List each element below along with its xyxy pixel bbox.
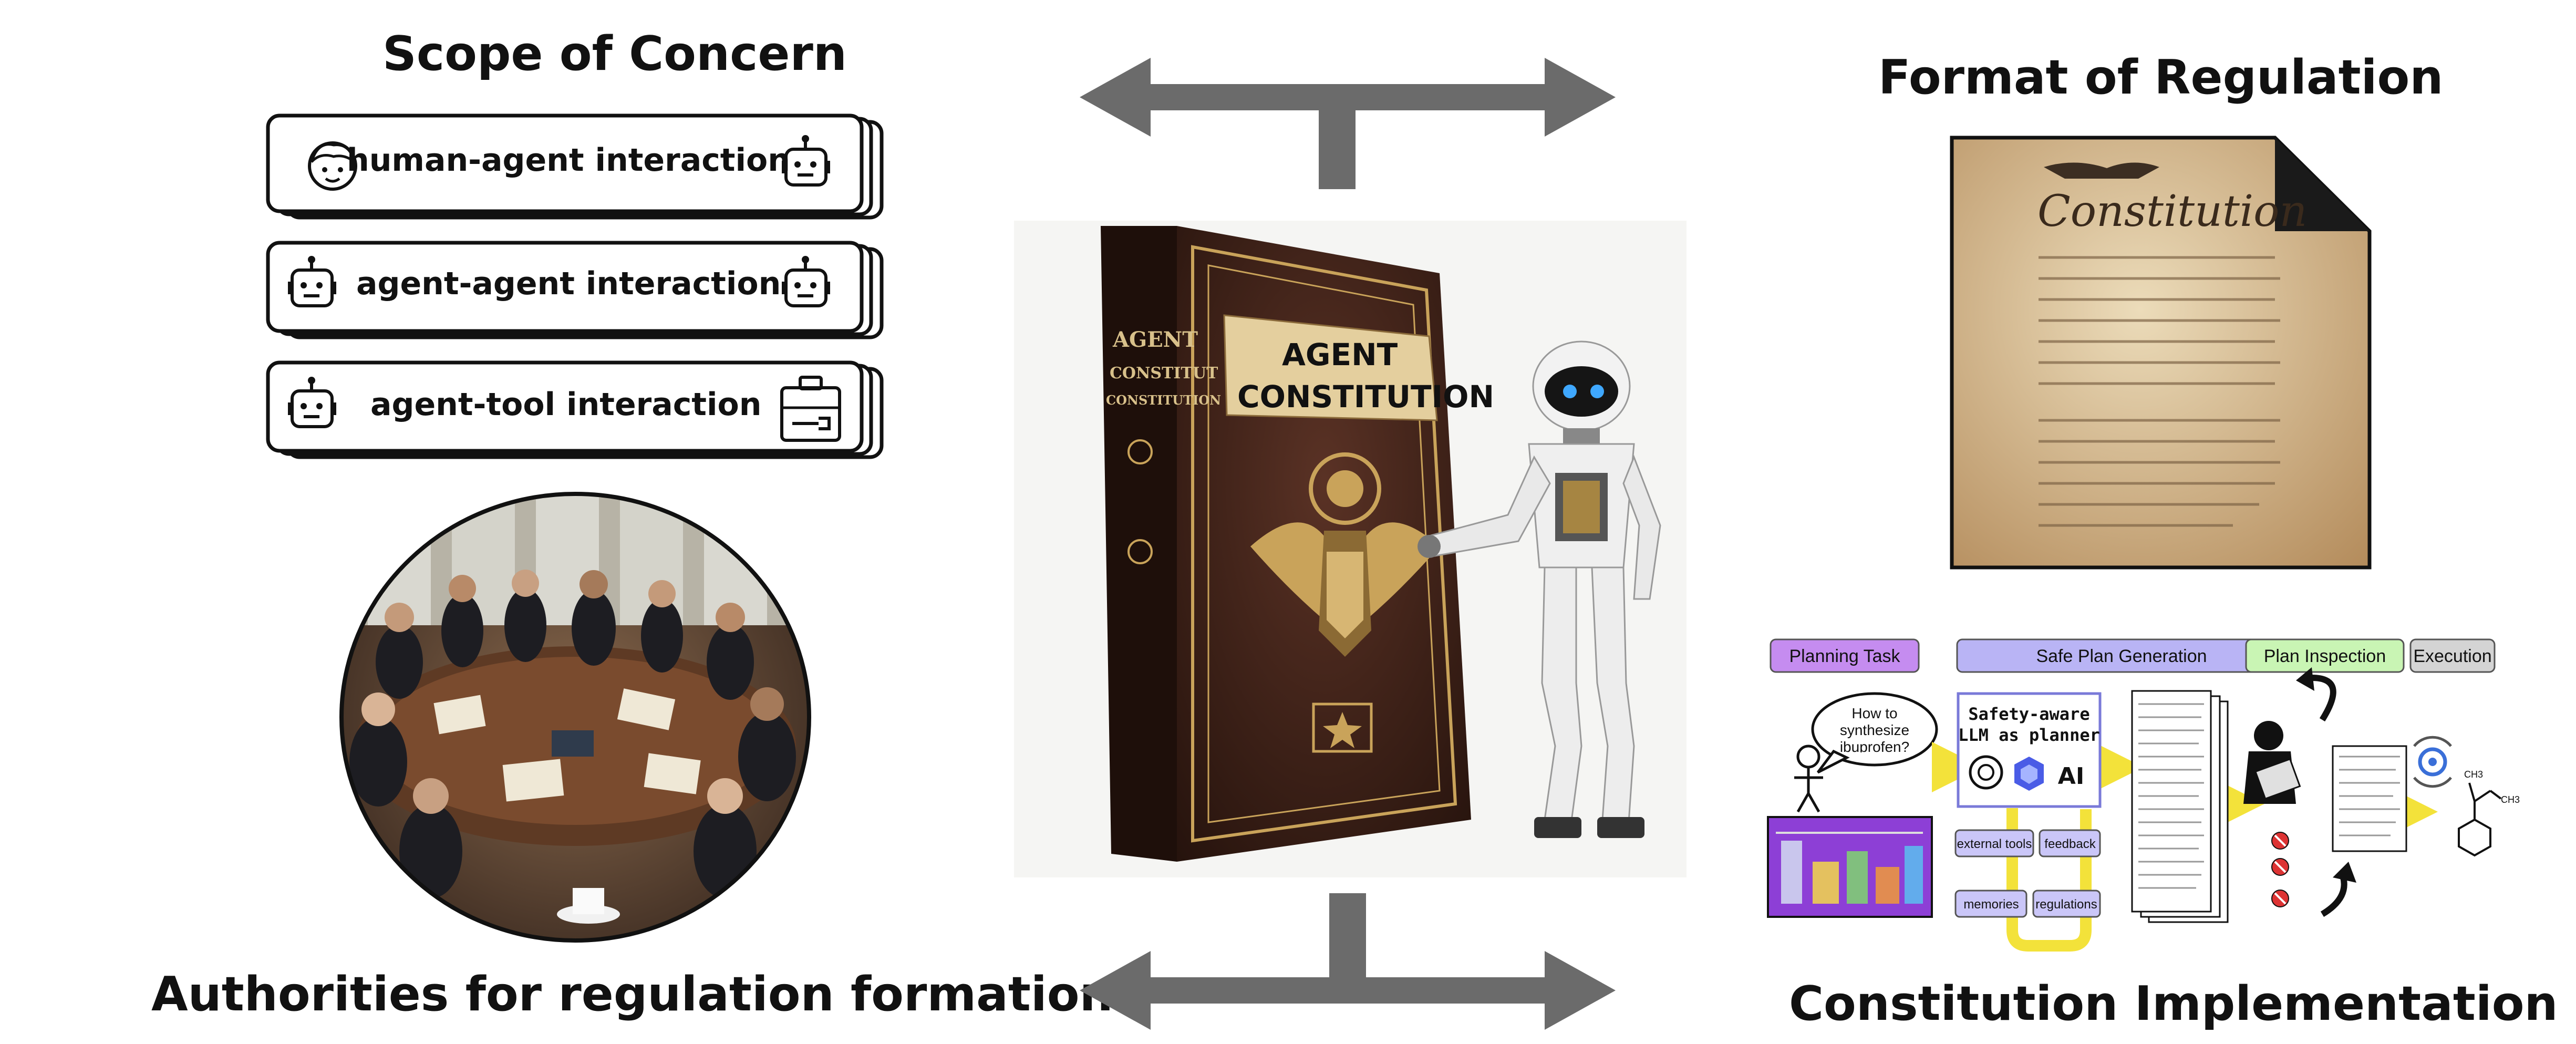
stage-planning-task: Planning Task (1770, 638, 1920, 673)
format-of-regulation-heading: Format of Regulation (1878, 50, 2444, 105)
scope-item-agent-tool: agent-tool interaction (266, 360, 884, 459)
stage-safe-plan-generation: Safe Plan Generation (1956, 638, 2287, 673)
question-text: How to synthesize ibuprofen? (1839, 705, 1910, 752)
constitution-implementation-heading: Constitution Implementation (1789, 976, 2558, 1031)
eagle-seal-emblem (1250, 452, 1440, 657)
module-memories: memories (1954, 890, 2027, 918)
reviewed-plan-document (2332, 745, 2407, 852)
rejected-step-icons (2271, 832, 2356, 917)
openai-logo-icon (1969, 755, 2003, 790)
module-label: external tools (1957, 837, 2032, 851)
robot-icon (782, 256, 830, 307)
molecule-label: CH3 (2501, 794, 2520, 805)
authorities-heading: Authorities for regulation formation (151, 967, 1113, 1022)
execution-gear-icon (2413, 736, 2452, 788)
inspector-person-icon (2243, 667, 2336, 804)
robot-icon (288, 377, 336, 428)
spine-title-line1: AGENT (1112, 327, 1198, 352)
module-external-tools: external tools (1954, 829, 2034, 857)
spine-title-line2: CONSTITUT (1110, 364, 1218, 383)
scope-item-label: agent-tool interaction (370, 386, 762, 423)
implementation-pipeline: Planning Task Safe Plan Generation Plan … (1767, 638, 2520, 952)
stage-label: Planning Task (1789, 646, 1900, 666)
book-cover-title-line1: AGENT (1282, 337, 1398, 373)
planner-title-line1: Safety-aware (1968, 704, 2089, 724)
ibuprofen-molecule (2458, 782, 2502, 857)
stage-execution: Execution (2409, 638, 2496, 673)
module-label: memories (1963, 897, 2019, 912)
bottom-double-arrow (1080, 893, 1616, 1030)
robot-icon (288, 256, 336, 307)
spine-title-line3: CONSTITUTION (1106, 392, 1221, 408)
constitution-parchment-illustration: Constitution (1950, 136, 2372, 570)
plan-documents (2131, 690, 2229, 923)
scope-item-agent-agent: agent-agent interaction (266, 241, 884, 339)
stage-label: Execution (2413, 646, 2491, 666)
human-face-icon (308, 141, 357, 191)
agent-constitution-book-illustration: AGENT CONSTITUT CONSTITUTION AGENT CONST… (1014, 221, 1687, 877)
molecule-label: CH3 (2464, 769, 2483, 780)
parchment-title: Constitution (2037, 187, 2307, 236)
llm-planner-box: Safety-aware LLM as planner AI (1957, 692, 2102, 808)
scope-item-label: agent-agent interaction (356, 265, 781, 302)
stage-label: Safe Plan Generation (2036, 646, 2207, 666)
scope-item-human-agent: human-agent interaction (266, 113, 884, 220)
toolbox-icon (780, 376, 841, 442)
module-label: feedback (2044, 837, 2096, 851)
scope-of-concern-heading: Scope of Concern (382, 26, 847, 81)
stage-plan-inspection: Plan Inspection (2245, 638, 2405, 673)
top-double-arrow (1080, 58, 1616, 189)
stage-label: Plan Inspection (2264, 646, 2386, 666)
scope-item-label: human-agent interaction (347, 142, 790, 179)
robot-figure (1418, 340, 1661, 838)
book-cover-title-line2: CONSTITUTION (1237, 379, 1494, 415)
planner-title-line2: LLM as planner (1958, 725, 2100, 745)
anthropic-logo-icon: AI (2058, 763, 2084, 790)
planner-logo-text: AI (2058, 763, 2084, 790)
module-label: regulations (2035, 897, 2097, 912)
person-icon (1794, 745, 1823, 813)
authorities-meeting-illustration (339, 492, 811, 943)
robot-icon (782, 135, 830, 187)
lab-glassware-image (1767, 816, 1933, 918)
module-feedback: feedback (2039, 829, 2101, 857)
model-logo-icon (2014, 757, 2044, 791)
module-regulations: regulations (2032, 890, 2101, 918)
speech-bubble: How to synthesize ibuprofen? (1811, 692, 1938, 774)
